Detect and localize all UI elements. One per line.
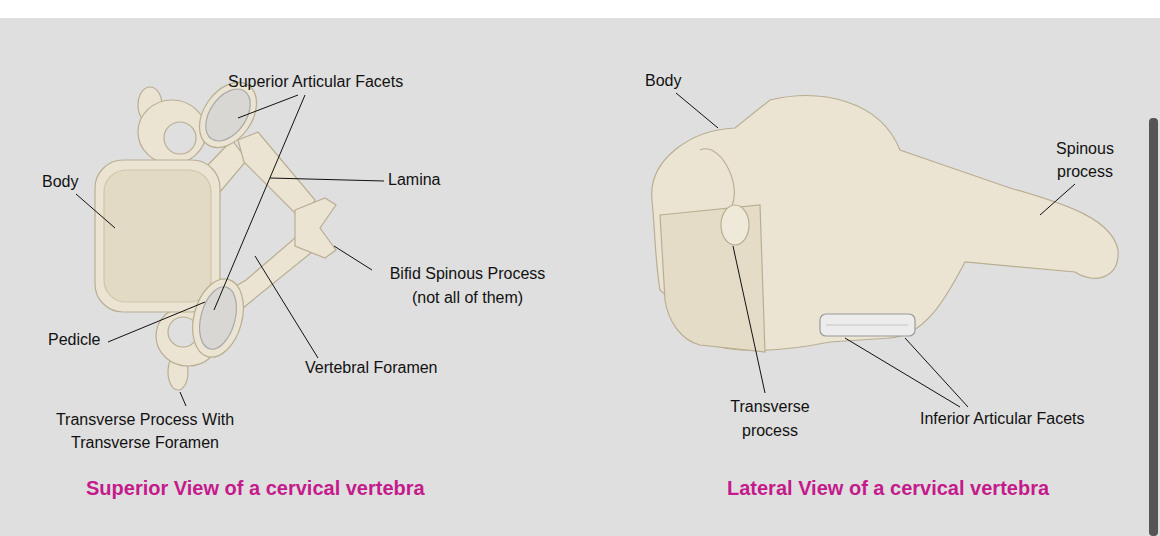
part-label: Inferior Articular Facets bbox=[920, 409, 1085, 428]
view-caption: Superior View of a cervical vertebra bbox=[86, 476, 425, 500]
part-label: Body bbox=[645, 71, 681, 90]
part-label: Body bbox=[42, 172, 78, 191]
lateral-vertebra bbox=[652, 96, 1118, 352]
part-label: Transverse Process With Transverse Foram… bbox=[45, 408, 245, 454]
part-label: Transverse process bbox=[710, 395, 830, 443]
superior-vertebra bbox=[95, 72, 336, 390]
part-label: Spinous process bbox=[1035, 137, 1135, 183]
background-panel bbox=[0, 18, 1160, 536]
part-label: Vertebral Foramen bbox=[305, 358, 438, 377]
part-label: Superior Articular Facets bbox=[228, 72, 403, 91]
scrollbar bbox=[1149, 118, 1158, 536]
part-label: Lamina bbox=[388, 170, 440, 189]
view-caption: Lateral View of a cervical vertebra bbox=[727, 476, 1049, 500]
leader-lines bbox=[76, 93, 1075, 407]
part-label: Bifid Spinous Process (not all of them) bbox=[375, 262, 560, 310]
top-strip bbox=[0, 0, 1160, 18]
part-label: Pedicle bbox=[48, 330, 100, 349]
